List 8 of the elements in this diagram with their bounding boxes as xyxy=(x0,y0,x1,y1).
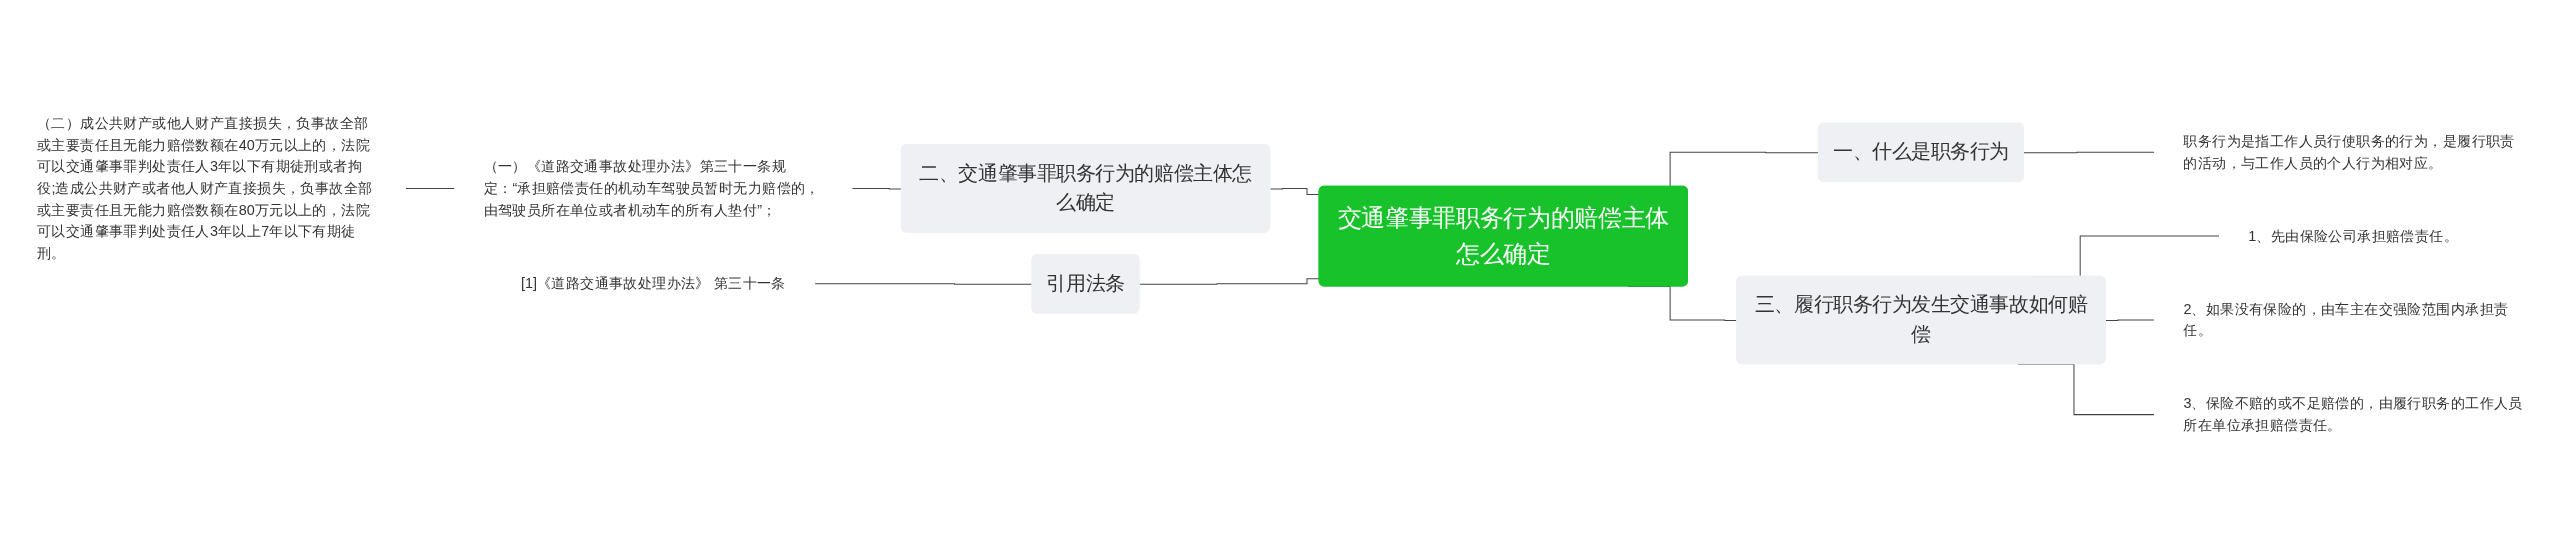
node-text: （一）《道路交通事故处理办法》第三十一条规定：“承担赔偿责任的机动车驾驶员暂时无力赔偿的，由驾驶员所在单位或者机动车的所有人垫付”； xyxy=(483,158,820,218)
node-text: 3、保险不赔的或不足赔偿的，由履行职务的工作人员所在单位承担赔偿责任。 xyxy=(2183,395,2523,434)
node-text: （二）成公共财产或他人财产直接损失，负事故全部或主要责任且无能力赔偿数额在40万元以上的，法院可以交通肇事罪判处责任人3年以下有期徒刑或者拘役;造成公共财产或者他人财产直接损失，负事故全部或主要责任且无能力赔偿数额在80万元以上的，法院可以交通肇事罪判处责任人3年以上7年以下有期徒刑。 xyxy=(37,114,373,261)
node-text: 1、先由保险公司承担赔偿责任。 xyxy=(2248,227,2459,244)
connector xyxy=(404,187,456,189)
node-text: 2、如果没有保险的，由车主在交强险范围内承担责任。 xyxy=(2183,300,2509,339)
node-text: 职务行为是指工作人员行使职务的行为，是履行职责的活动，与工作人员的个人行为相对应。 xyxy=(2183,132,2515,171)
node-text: [1]《道路交通事故处理办法》 第三十一条 xyxy=(520,275,786,292)
